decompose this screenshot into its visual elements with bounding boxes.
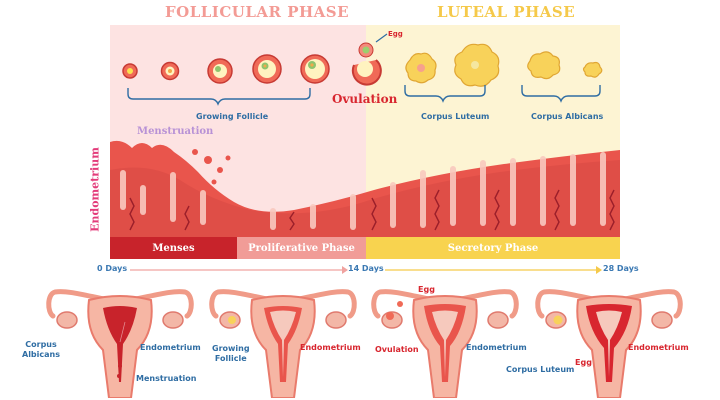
growing-follicle-brace (127, 88, 311, 106)
day-0-label: 0 Days (97, 264, 128, 273)
follicle-stage-4 (252, 54, 282, 84)
endometrium-tissue (110, 140, 620, 238)
follicular-phase-title: FOLLICULAR PHASE (165, 3, 350, 21)
uterus1-corpus-albicans-label: Corpus Albicans (22, 340, 60, 359)
ovarian-cycle-diagram (122, 33, 603, 106)
follicle-stage-1 (122, 63, 138, 79)
ovulation-label: Ovulation (332, 92, 398, 106)
uterus2-growing-follicle-label: Growing Follicle (212, 344, 250, 363)
uterus1-endometrium-label: Endometrium (140, 343, 201, 352)
corpus-albicans-brace (521, 85, 601, 103)
growing-follicle-label: Growing Follicle (196, 112, 269, 121)
day-14-label: 14 Days (348, 264, 384, 273)
follicle-stage-2 (160, 61, 180, 81)
uterus1-menstruation-label: Menstruation (136, 374, 197, 383)
follicle-stage-5 (300, 54, 330, 84)
uterus4-egg-label: Egg (575, 358, 592, 367)
follicle-stage-3 (207, 58, 233, 84)
uterus-diagram-1 (46, 289, 194, 398)
egg-label: Egg (388, 30, 403, 38)
day-28-label: 28 Days (603, 264, 639, 273)
corpus-albicans-large (527, 51, 561, 80)
uterus3-ovulation-label: Ovulation (375, 345, 419, 354)
uterus-diagram-4 (535, 289, 683, 398)
uterus2-endometrium-label: Endometrium (300, 343, 361, 352)
uterus3-endometrium-label: Endometrium (466, 343, 527, 352)
menstruation-label: Menstruation (137, 126, 214, 137)
corpus-albicans-label: Corpus Albicans (531, 112, 604, 121)
ovulation-follicle (351, 59, 382, 86)
endometrium-axis-label: Endometrium (88, 147, 102, 232)
proliferative-band: Proliferative Phase (237, 237, 366, 259)
corpus-luteum-large (454, 43, 500, 87)
menses-band: Menses (110, 237, 237, 259)
day-axis-arrows (130, 266, 602, 274)
corpus-luteum-label: Corpus Luteum (421, 112, 490, 121)
luteal-phase-title: LUTEAL PHASE (437, 3, 576, 21)
uterus-diagram-3 (371, 289, 519, 398)
uterus-diagram-2 (209, 289, 357, 398)
uterus4-corpus-luteum-label: Corpus Luteum (506, 365, 575, 374)
uterus3-egg-label: Egg (418, 285, 435, 294)
corpus-luteum-small (405, 52, 437, 84)
corpus-albicans-small (582, 61, 603, 78)
egg-icon (358, 42, 374, 58)
secretory-band: Secretory Phase (366, 237, 620, 259)
corpus-luteum-brace (404, 85, 486, 103)
uterus4-endometrium-label: Endometrium (628, 343, 689, 352)
